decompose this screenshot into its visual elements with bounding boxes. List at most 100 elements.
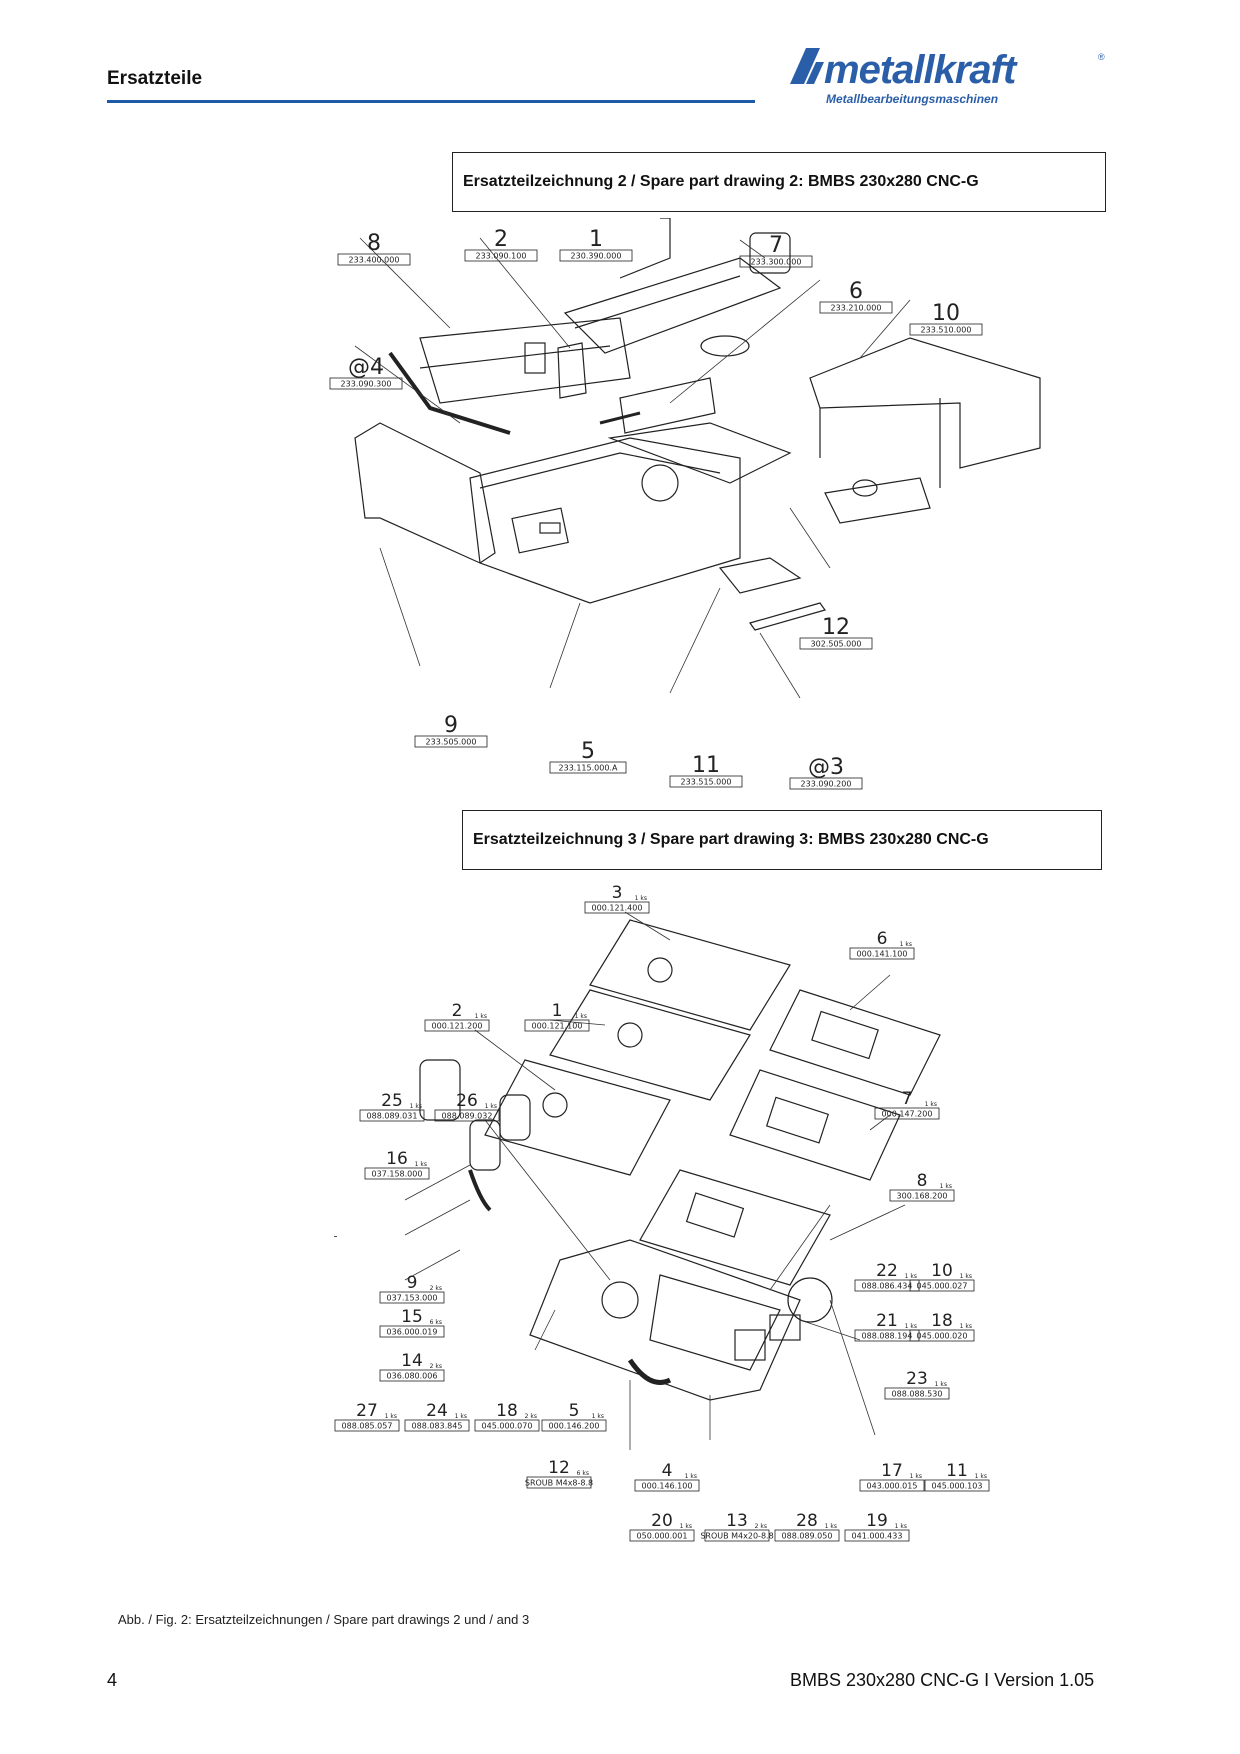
saw-arm [563,257,782,354]
part-number: 3 [612,883,623,903]
leader-line [849,974,891,1011]
part-code-box [434,1109,500,1122]
part-code: 088.083.845 [412,1422,463,1431]
part-code-box [854,1279,920,1292]
part-code-box [909,1279,975,1292]
chip-chute [718,557,802,594]
part-number: 23 [906,1369,928,1389]
part-number: 8 [917,1171,928,1191]
part-code: 000.121.100 [532,1022,583,1031]
part-quantity: 1 ks [685,1473,697,1480]
part-code-box [524,1019,590,1032]
leader-line [479,237,571,349]
logo-wordmark: metallkraft [824,48,1016,92]
part-code-box [634,1479,700,1492]
leader-line [404,1164,471,1201]
panel-2 [484,1059,671,1176]
part-number: 17 [881,1461,903,1481]
part-number: 4 [662,1461,673,1481]
part-code: 233.210.000 [831,304,882,313]
drawing2-title: Ersatzteilzeichnung 2 / Spare part drawi… [463,173,979,190]
part-code-box [414,735,488,748]
saw-motor [749,232,791,274]
part-code-box [359,1109,425,1122]
part-code-box [474,1419,540,1432]
part-code: 230.390.000 [571,252,622,261]
part-quantity: 1 ks [960,1323,972,1330]
base-table [607,422,792,484]
part-code: 045.000.103 [932,1482,983,1491]
part-code: 088.085.057 [342,1422,393,1431]
part-quantity: 1 ks [895,1523,907,1530]
leader-line [534,1309,556,1351]
part-quantity: 1 ks [940,1183,952,1190]
part-quantity: 1 ks [635,895,647,902]
part-code: 088.089.032 [442,1112,493,1121]
panel-3 [589,919,791,1031]
leader-line [829,1299,876,1436]
vise-spindle [599,411,641,425]
turntable [641,464,679,502]
stray-mark [334,1236,337,1237]
part-number: 7 [769,233,783,258]
saw-arm-detail [574,275,741,329]
panel-7-display [765,1096,830,1144]
brand-logo: metallkraft ® Metallbearbeitungsmaschine… [784,44,1114,110]
part-number: 1 [552,1001,563,1021]
part-number: 13 [726,1511,748,1531]
part-quantity: 1 ks [385,1413,397,1420]
logo-mark-icon [790,48,824,84]
part-code-box [859,1479,925,1492]
part-number: 28 [796,1511,818,1531]
part-code: 036.000.019 [387,1328,438,1337]
blade-guide [700,335,750,357]
bracket-part [557,342,587,399]
part-code-box [549,761,627,774]
part-code-box [541,1419,607,1432]
switch-28 [734,1329,766,1361]
part-code-box [849,947,915,960]
part-number: 25 [381,1091,403,1111]
switch-17 [769,1314,801,1341]
drawing2-leader-lines [354,237,911,699]
part-number: 27 [356,1401,378,1421]
part-number: 10 [931,1261,953,1281]
part-code-box [404,1419,470,1432]
part-code-box [464,249,538,262]
panel-1-switch [617,1022,643,1048]
drawing3-title: Ersatzteilzeichnung 3 / Spare part drawi… [473,831,989,848]
part-number: 20 [651,1511,673,1531]
part-code: 000.121.200 [432,1022,483,1031]
part-code: 088.088.530 [892,1390,943,1399]
panel-1 [549,989,751,1101]
part-quantity: 1 ks [485,1103,497,1110]
page-number: 4 [107,1670,118,1690]
part-number: @3 [808,755,844,780]
header-rule [107,100,755,103]
part-quantity: 1 ks [975,1473,987,1480]
guard-10 [809,337,1041,469]
part-code: 088.086.434 [862,1282,913,1291]
part-code: 045.000.070 [482,1422,533,1431]
part-number: 15 [401,1307,423,1327]
logo-subtitle: Metallbearbeitungsmaschinen [826,92,999,106]
part-quantity: 1 ks [905,1323,917,1330]
part-code: SROUB M4x8-8.8 [525,1479,593,1488]
part-code-box [909,1329,975,1342]
footer-version: BMBS 230x280 CNC-G I Version 1.05 [790,1670,1095,1690]
